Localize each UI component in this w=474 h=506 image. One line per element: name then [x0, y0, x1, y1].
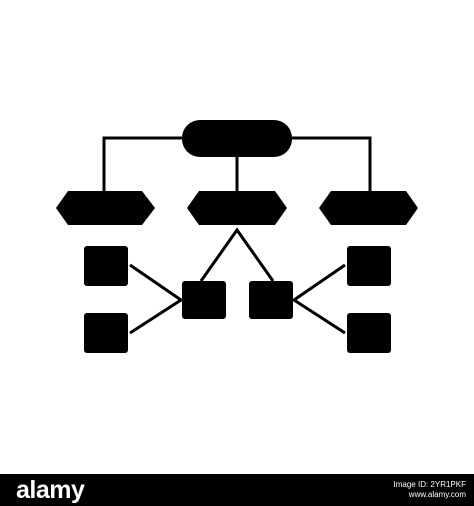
leaf-node-center-right — [249, 281, 293, 319]
hexagon-node-left — [56, 191, 155, 225]
watermark-bar: alamy Image ID: 2YR1PKF www.alamy.com — [0, 474, 474, 506]
hexagon-node-right — [319, 191, 418, 225]
connector-left-merge — [129, 263, 184, 335]
watermark-url: www.alamy.com — [408, 490, 466, 499]
leaf-node-left-bottom — [84, 313, 128, 353]
connector-lines — [102, 136, 372, 335]
leaf-node-center-left — [182, 281, 226, 319]
connector-root-to-right — [292, 136, 372, 192]
nodes — [56, 120, 418, 353]
connector-center-split — [199, 227, 275, 282]
watermark-meta: Image ID: 2YR1PKF www.alamy.com — [394, 474, 466, 506]
alamy-logo: alamy — [16, 476, 85, 504]
image-id-label: Image ID: 2YR1PKF — [393, 480, 466, 489]
root-node — [182, 120, 292, 157]
leaf-node-right-top — [347, 246, 391, 286]
hexagon-node-center — [187, 191, 287, 225]
flowchart-diagram — [56, 120, 418, 353]
leaf-node-left-top — [84, 246, 128, 286]
connector-right-merge — [291, 263, 346, 335]
leaf-node-right-bottom — [347, 313, 391, 353]
connector-root-to-left — [102, 136, 182, 192]
